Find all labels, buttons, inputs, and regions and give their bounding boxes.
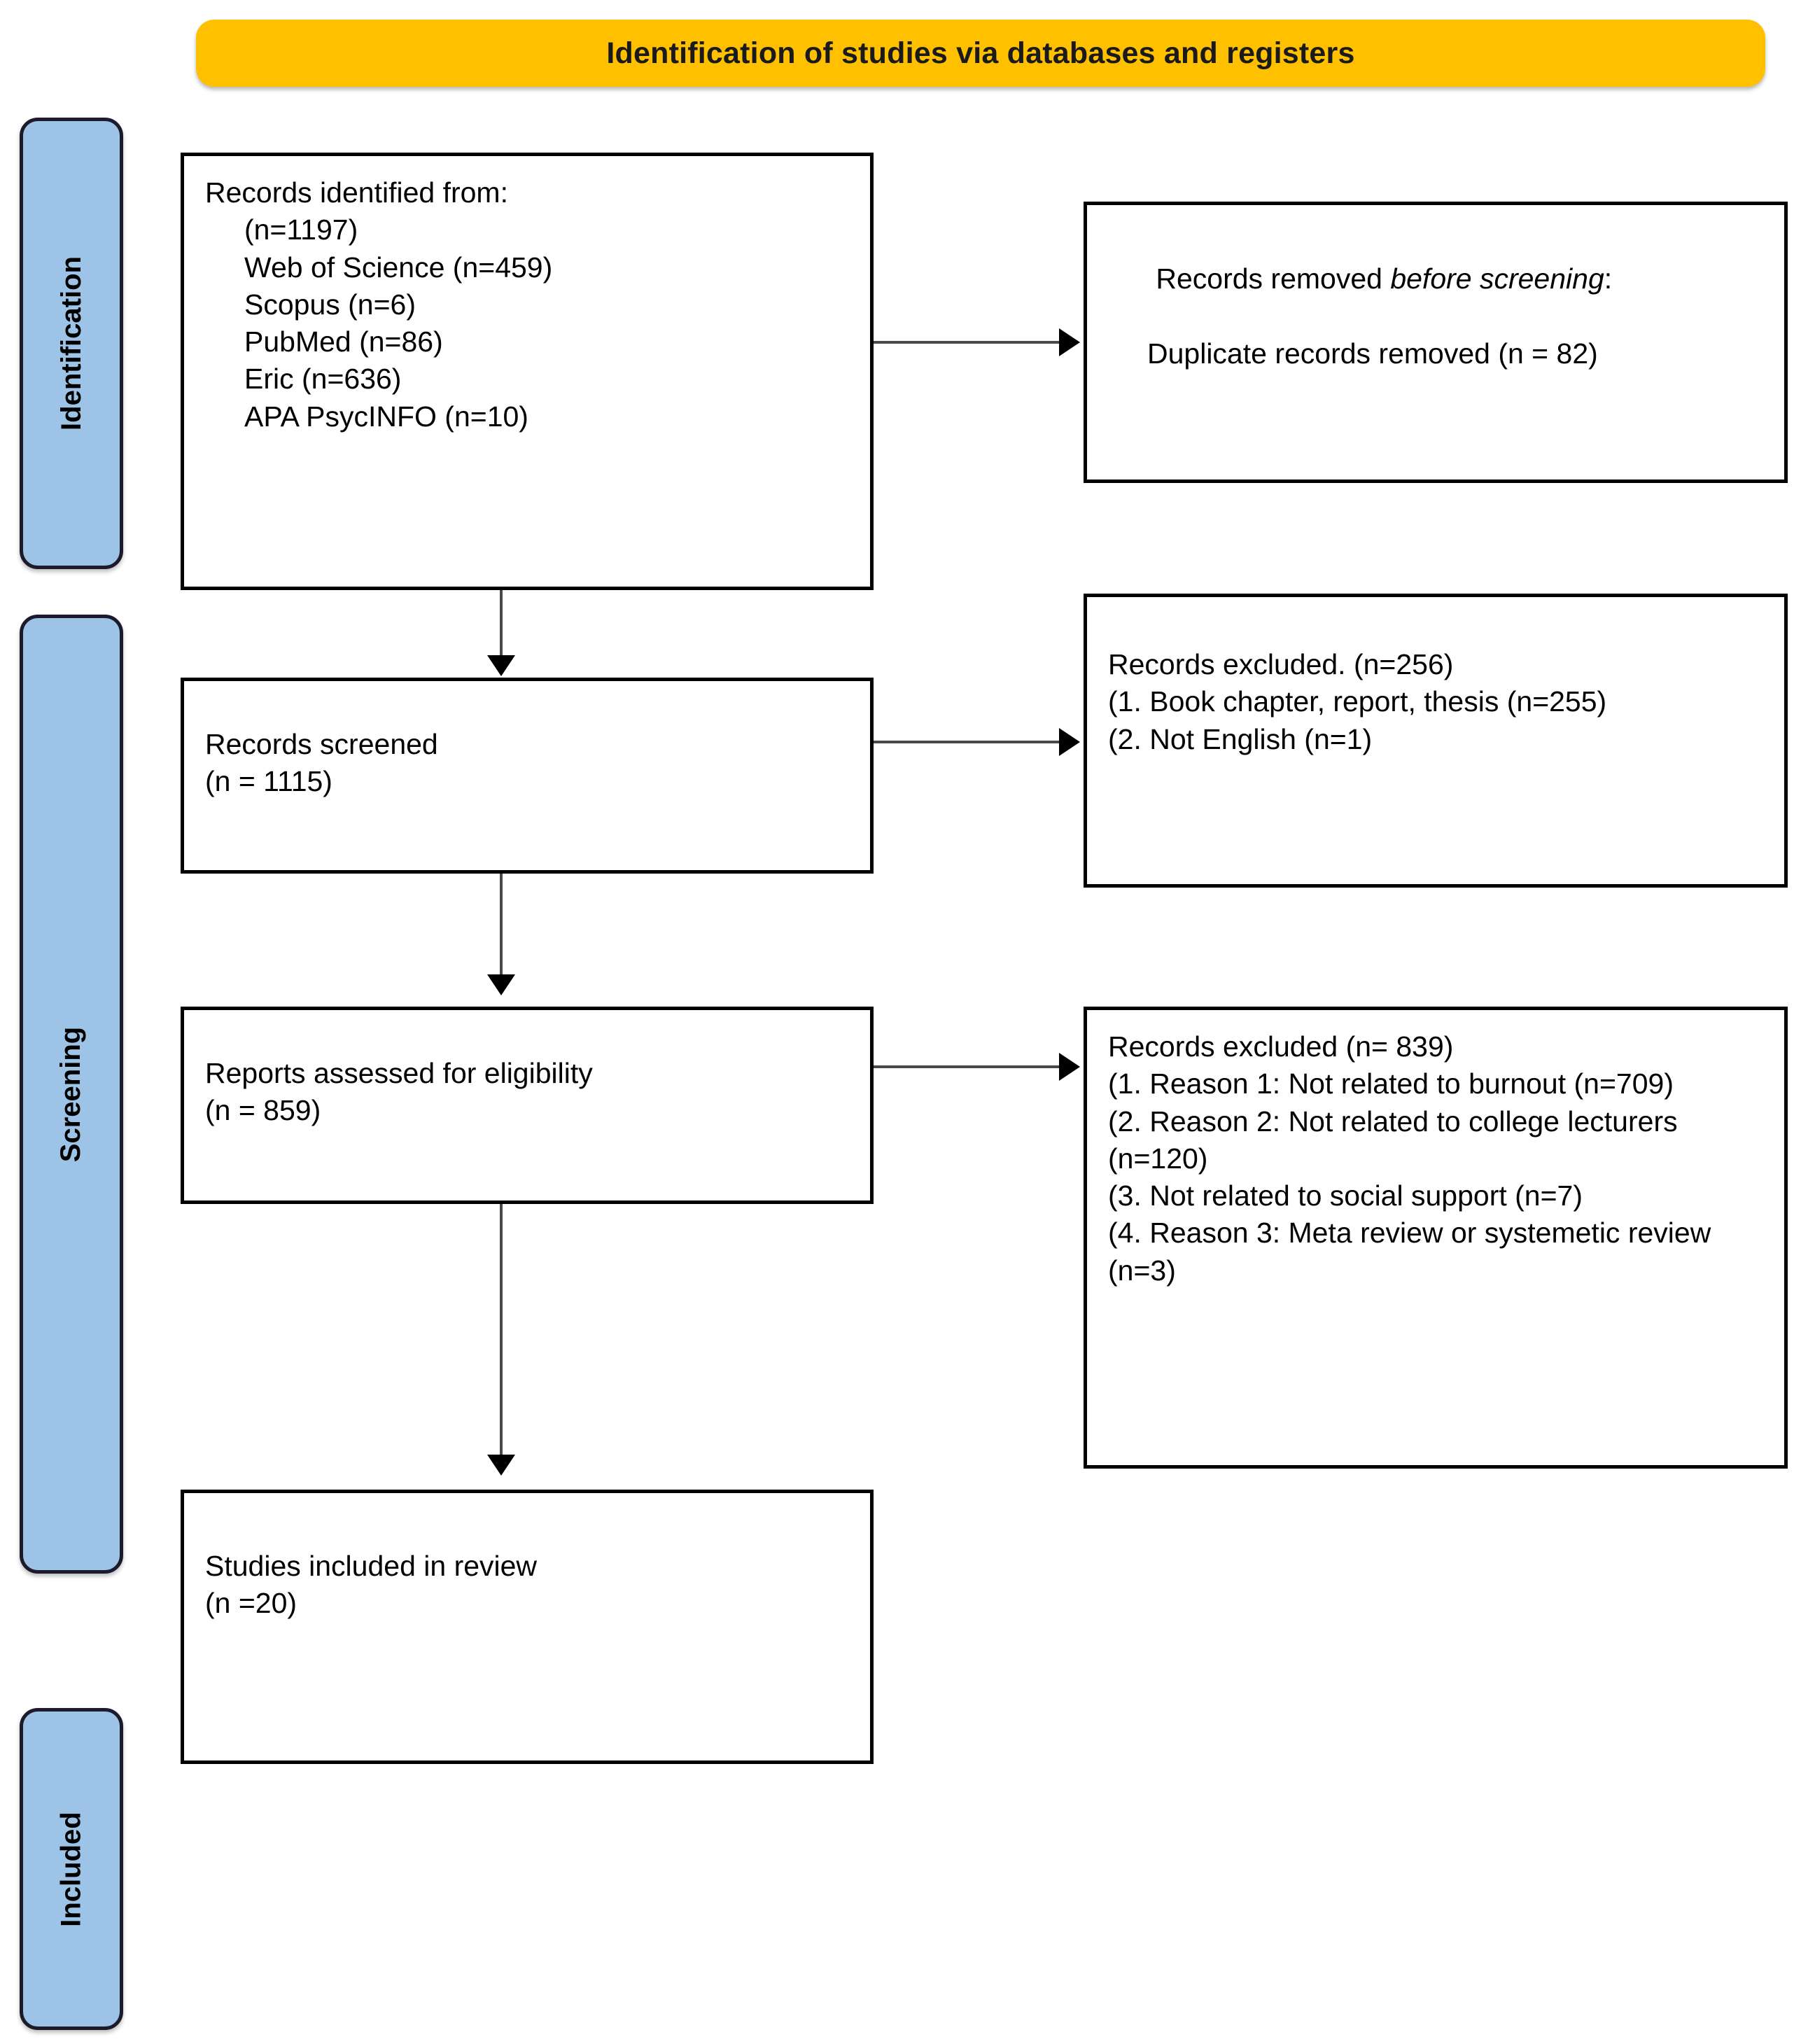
box-records-excluded-eligibility-line-5: (4. Reason 3: Meta review or systemetic … [1108,1217,1719,1287]
box-studies-included-line-1: Studies included in review [205,1550,538,1582]
box-records-identified-line-2: (n=1197) [244,214,358,246]
box-records-removed-heading: Records removed before screening: [1108,223,1763,335]
connector-assessed-to-included-line [500,1204,503,1457]
box-reports-assessed-for-eligibility: Reports assessed for eligibility (n = 85… [181,1007,874,1204]
connector-assessed-to-excluded-arrowhead [1059,1053,1080,1081]
connector-identified-to-screened-line [500,590,503,659]
stage-band-screening-label: Screening [55,1026,87,1162]
header-banner-title: Identification of studies via databases … [606,36,1355,70]
box-records-removed-emphasis: before screening [1390,262,1604,295]
box-records-excluded-screening-line-1: Records excluded. (n=256) [1108,648,1454,680]
box-reports-assessed-line-1: Reports assessed for eligibility [205,1057,593,1089]
stage-band-identification-label: Identification [55,256,87,430]
stage-band-identification: Identification [20,118,123,569]
connector-identified-to-removed-line [874,341,1063,344]
connector-screened-to-excluded-arrowhead [1059,728,1080,756]
box-records-excluded-eligibility-line-2: (1. Reason 1: Not related to burnout (n=… [1108,1068,1674,1100]
box-records-identified-line-4: Scopus (n=6) [244,288,416,321]
box-records-removed-lead: Records removed [1156,262,1391,295]
box-records-identified: Records identified from: (n=1197) Web of… [181,153,874,590]
box-records-identified-line-7: APA PsycINFO (n=10) [244,400,528,433]
box-records-screened: Records screened (n = 1115) [181,678,874,874]
stage-band-included-label: Included [55,1811,87,1927]
stage-band-screening: Screening [20,615,123,1574]
box-records-excluded-eligibility: Records excluded (n= 839) (1. Reason 1: … [1084,1007,1788,1469]
box-studies-included-in-review: Studies included in review (n =20) [181,1490,874,1764]
box-records-removed-detail: Duplicate records removed (n = 82) [1147,337,1598,370]
box-studies-included-line-2: (n =20) [205,1587,297,1620]
box-records-excluded-screening: Records excluded. (n=256) (1. Book chapt… [1084,594,1788,888]
box-records-identified-line-3: Web of Science (n=459) [244,251,553,284]
connector-screened-to-excluded-line [874,741,1063,743]
box-records-excluded-screening-line-3: (2. Not English (n=1) [1108,722,1373,755]
connector-identified-to-screened-arrowhead [487,655,515,676]
connector-screened-to-assessed-arrowhead [487,974,515,995]
stage-band-included: Included [20,1708,123,2030]
box-records-identified-line-5: PubMed (n=86) [244,326,443,358]
connector-assessed-to-included-arrowhead [487,1455,515,1476]
box-records-removed-colon: : [1604,262,1613,295]
header-banner: Identification of studies via databases … [196,20,1765,87]
box-records-removed-before-screening: Records removed before screening: Duplic… [1084,202,1788,483]
box-records-screened-line-2: (n = 1115) [205,765,332,798]
box-records-identified-line-6: Eric (n=636) [244,363,402,396]
connector-assessed-to-excluded-line [874,1065,1063,1068]
box-reports-assessed-line-2: (n = 859) [205,1094,321,1127]
box-records-identified-line-1: Records identified from: [205,176,508,209]
connector-identified-to-removed-arrowhead [1059,328,1080,356]
box-records-excluded-screening-line-2: (1. Book chapter, report, thesis (n=255) [1108,685,1607,718]
box-records-excluded-eligibility-line-1: Records excluded (n= 839) [1108,1030,1454,1063]
box-records-excluded-eligibility-line-3: (2. Reason 2: Not related to college lec… [1108,1105,1686,1175]
box-records-excluded-eligibility-line-4: (3. Not related to social support (n=7) [1108,1180,1583,1212]
box-records-screened-line-1: Records screened [205,728,438,760]
connector-screened-to-assessed-line [500,874,503,977]
